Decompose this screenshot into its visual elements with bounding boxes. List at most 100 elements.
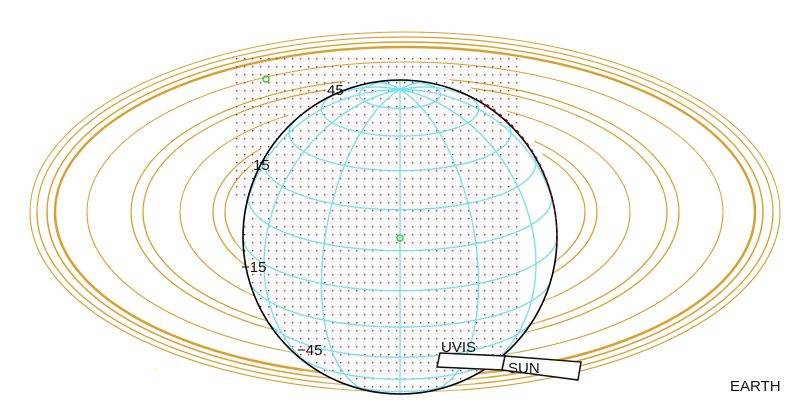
grid-dot	[452, 226, 454, 228]
grid-dot	[332, 370, 334, 372]
grid-dot	[420, 274, 422, 276]
grid-dot	[476, 306, 478, 308]
grid-dot	[348, 170, 350, 172]
grid-dot	[268, 178, 270, 180]
grid-dot	[476, 338, 478, 340]
grid-dot	[492, 266, 494, 268]
grid-dot	[356, 162, 358, 164]
grid-dot	[324, 154, 326, 156]
grid-dot	[404, 82, 406, 84]
grid-dot	[396, 266, 398, 268]
grid-dot	[508, 98, 510, 100]
grid-dot	[516, 282, 518, 284]
grid-dot	[428, 210, 430, 212]
grid-dot	[292, 170, 294, 172]
grid-dot	[404, 330, 406, 332]
grid-dot	[332, 82, 334, 84]
grid-dot	[428, 274, 430, 276]
grid-dot	[460, 378, 462, 380]
grid-dot	[404, 322, 406, 324]
grid-dot	[388, 122, 390, 124]
grid-dot	[428, 202, 430, 204]
grid-dot	[300, 322, 302, 324]
grid-dot	[316, 266, 318, 268]
grid-dot	[308, 226, 310, 228]
grid-dot	[412, 82, 414, 84]
grid-dot	[236, 138, 238, 140]
grid-dot	[300, 346, 302, 348]
grid-dot	[324, 114, 326, 116]
grid-dot	[364, 122, 366, 124]
grid-dot	[380, 242, 382, 244]
grid-dot	[292, 58, 294, 60]
grid-dot	[260, 162, 262, 164]
grid-dot	[420, 370, 422, 372]
grid-dot	[308, 170, 310, 172]
grid-dot	[284, 74, 286, 76]
grid-dot	[372, 370, 374, 372]
grid-dot	[340, 138, 342, 140]
grid-dot	[492, 186, 494, 188]
grid-dot	[316, 74, 318, 76]
grid-dot	[468, 306, 470, 308]
grid-dot	[492, 122, 494, 124]
grid-dot	[276, 274, 278, 276]
grid-dot	[348, 98, 350, 100]
grid-dot	[492, 226, 494, 228]
grid-dot	[268, 74, 270, 76]
grid-dot	[428, 354, 430, 356]
grid-dot	[404, 114, 406, 116]
grid-dot	[508, 186, 510, 188]
grid-dot	[340, 130, 342, 132]
grid-dot	[308, 234, 310, 236]
grid-dot	[268, 202, 270, 204]
grid-dot	[492, 274, 494, 276]
grid-dot	[428, 258, 430, 260]
grid-dot	[292, 138, 294, 140]
grid-dot	[252, 226, 254, 228]
grid-dot	[364, 178, 366, 180]
grid-dot	[444, 242, 446, 244]
grid-dot	[324, 338, 326, 340]
grid-dot	[460, 138, 462, 140]
grid-dot	[460, 218, 462, 220]
grid-dot	[236, 194, 238, 196]
grid-dot	[452, 266, 454, 268]
grid-dot	[484, 330, 486, 332]
grid-dot	[292, 242, 294, 244]
grid-dot	[356, 98, 358, 100]
grid-dot	[316, 130, 318, 132]
grid-dot	[316, 138, 318, 140]
grid-dot	[276, 314, 278, 316]
grid-dot	[260, 234, 262, 236]
grid-dot	[420, 226, 422, 228]
grid-dot	[444, 306, 446, 308]
grid-dot	[452, 66, 454, 68]
grid-dot	[396, 330, 398, 332]
grid-dot	[484, 314, 486, 316]
grid-dot	[404, 154, 406, 156]
grid-dot	[276, 154, 278, 156]
grid-dot	[388, 298, 390, 300]
grid-dot	[500, 122, 502, 124]
grid-dot	[260, 226, 262, 228]
grid-dot	[300, 306, 302, 308]
grid-dot	[316, 362, 318, 364]
grid-dot	[484, 154, 486, 156]
grid-dot	[236, 74, 238, 76]
grid-dot	[516, 202, 518, 204]
grid-dot	[452, 194, 454, 196]
grid-dot	[444, 226, 446, 228]
grid-dot	[436, 370, 438, 372]
grid-dot	[388, 186, 390, 188]
grid-dot	[276, 250, 278, 252]
grid-dot	[324, 122, 326, 124]
grid-dot	[428, 66, 430, 68]
grid-dot	[356, 298, 358, 300]
grid-dot	[348, 226, 350, 228]
grid-dot	[428, 122, 430, 124]
grid-dot	[300, 338, 302, 340]
grid-dot	[508, 162, 510, 164]
grid-dot	[444, 274, 446, 276]
grid-dot	[412, 266, 414, 268]
